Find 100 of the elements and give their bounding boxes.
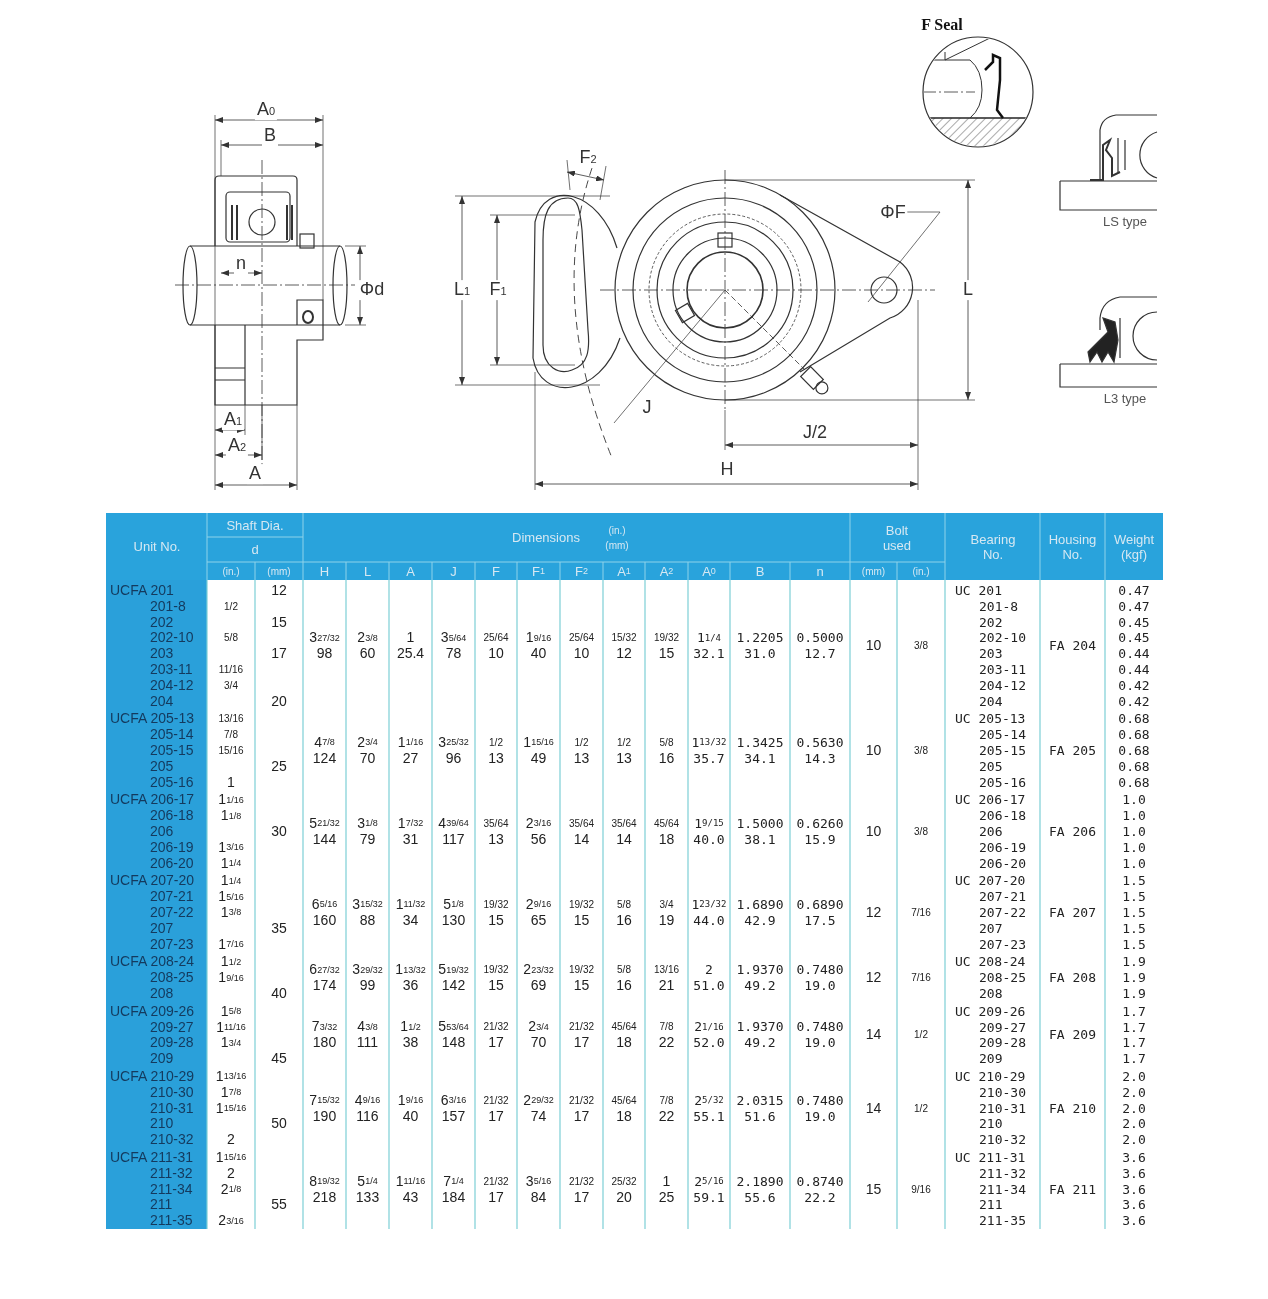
dimension-value: 45/64 [653, 817, 680, 831]
dimension-value: 25/64 [568, 631, 595, 646]
dimension-value: 88 [358, 912, 377, 929]
dimension-value: 174 [311, 978, 338, 995]
weight-value: 0.68 [1117, 758, 1151, 775]
weight-value: 1.0 [1121, 808, 1147, 824]
dimension-value: 15 [487, 912, 505, 929]
bearing-number: 206-18 [979, 808, 1027, 824]
dimension-value: 34.1 [743, 750, 777, 767]
bolt-size: 9/16 [910, 1182, 932, 1197]
bearing-number: 208-25 [979, 970, 1027, 986]
model-number: 211-32 [150, 1165, 194, 1182]
weight-value: 1.5 [1121, 936, 1147, 953]
model-number: 210-30 [150, 1084, 195, 1101]
dimension-value: 17 [487, 1035, 505, 1052]
weight-value: 0.68 [1117, 743, 1151, 759]
shaft-diameter: 2 [226, 1132, 236, 1148]
bolt-size: 1/2 [913, 1101, 929, 1116]
dimension-value: 142 [440, 978, 467, 995]
bolt-size: 10 [864, 823, 883, 840]
dimension-value: 5/8 [658, 736, 675, 750]
shaft-diameter: 11/16 [217, 663, 245, 677]
dimension-value: 1.6890 [735, 896, 785, 913]
bolt-size: 1/2 [913, 1028, 929, 1043]
dimension-value: 35/64 [610, 817, 638, 831]
shaft-diameter: 45 [270, 1051, 288, 1067]
weight-value: 0.47 [1117, 583, 1151, 599]
column-header: Bearing No. [969, 530, 1017, 564]
shaft-diameter: 15 [270, 614, 288, 631]
model-number: UCFA 201 [110, 583, 175, 599]
shaft-diameter: 40 [270, 986, 288, 1002]
weight-value: 1.5 [1121, 873, 1147, 890]
column-header: d [250, 541, 260, 559]
dimension-value: 0.7480 [795, 1019, 845, 1036]
dimension-value: 0.6890 [795, 896, 845, 913]
model-number: 207-23 [150, 936, 195, 953]
dimension-value: 38.1 [743, 831, 777, 848]
dimension-value: 15.9 [803, 831, 837, 848]
dimension-value: 27 [401, 750, 420, 767]
bolt-size: 7/16 [910, 971, 932, 986]
dimension-value: 40 [529, 646, 548, 663]
dimension-value: 111 [355, 1035, 380, 1052]
column-header: B [754, 562, 766, 580]
dimension-value: 1 [405, 630, 416, 647]
model-number: UCFA 210-29 [110, 1069, 196, 1085]
dimension-value: 19 [657, 912, 676, 929]
dimension-value: 17 [487, 1189, 505, 1206]
bearing-number: 211-32 [979, 1165, 1027, 1182]
bolt-size: 10 [864, 638, 883, 655]
bearing-number: 211 [979, 1197, 1004, 1214]
model-number: 210 [150, 1116, 175, 1133]
dimension-value: 7/8 [658, 1093, 675, 1108]
dimension-value: 218 [311, 1189, 338, 1206]
model-number: 211-34 [150, 1181, 194, 1198]
dimension-value: 3/4 [658, 898, 675, 912]
dimension-value: 55.1 [692, 1108, 726, 1125]
model-number: UCFA 206-17 [110, 792, 196, 809]
weight-value: 1.7 [1121, 1019, 1147, 1036]
bearing-number: UC 206-17 [955, 792, 1027, 809]
bearing-number: 203 [979, 646, 1004, 662]
column-header: n [815, 562, 825, 580]
dimension-value: 25.4 [395, 646, 426, 663]
dimension-value: 21/32 [482, 1174, 510, 1189]
housing-number: FA 207 [1048, 904, 1097, 922]
bearing-number: UC 201 [955, 583, 1003, 599]
model-number: 202 [150, 614, 175, 631]
unit-label: (mm) [860, 564, 887, 579]
dimension-value: 55.6 [743, 1189, 777, 1206]
shaft-diameter: 12 [270, 583, 288, 599]
dimension-value: 17 [572, 1189, 591, 1206]
dimension-value: 19/32 [568, 898, 595, 912]
unit-label: (in.) (mm) [604, 523, 630, 553]
dimension-value: 60 [358, 646, 377, 663]
bearing-number: 206 [979, 824, 1004, 840]
bearing-number: 210-31 [979, 1100, 1027, 1117]
dimension-value: 17 [487, 1108, 505, 1125]
dimension-value: 32.1 [692, 646, 726, 663]
dimension-value: 34 [401, 912, 420, 929]
bolt-size: 15 [864, 1181, 883, 1198]
model-number: 206-20 [150, 855, 195, 872]
dimension-value: 38 [401, 1035, 420, 1052]
bolt-size: 3/8 [913, 825, 929, 839]
dimension-value: 13 [615, 750, 633, 767]
dimension-value: 7/8 [658, 1020, 675, 1035]
dimension-value: 13 [487, 831, 505, 848]
dimension-value: 25/32 [610, 1174, 638, 1189]
dimension-value: 2.1890 [735, 1173, 785, 1190]
bearing-number: 206-19 [979, 839, 1027, 856]
weight-value: 3.6 [1121, 1213, 1147, 1229]
column-header: Housing No. [1047, 530, 1098, 564]
weight-value: 0.45 [1117, 630, 1151, 647]
weight-value: 1.9 [1121, 986, 1147, 1002]
dimension-value: 180 [311, 1035, 338, 1052]
bolt-size: 7/16 [910, 906, 932, 920]
dimension-label: L [961, 280, 975, 300]
weight-value: 3.6 [1121, 1181, 1147, 1198]
shaft-diameter: 25 [270, 758, 288, 775]
bearing-number: 208 [979, 986, 1004, 1002]
shaft-diameter: 5/8 [223, 631, 239, 646]
housing-number: FA 211 [1048, 1180, 1097, 1199]
